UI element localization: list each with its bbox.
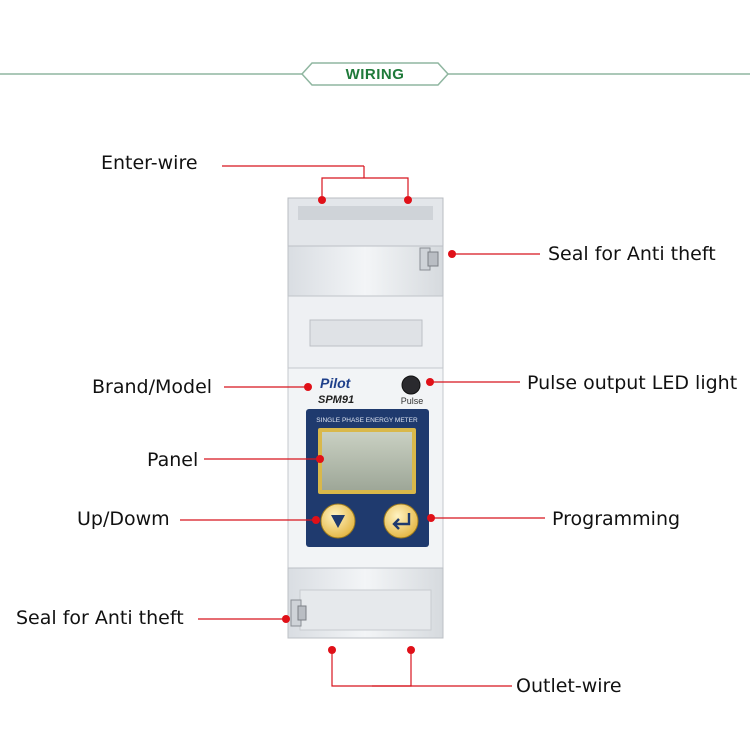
callouts	[180, 165, 545, 687]
enter-arrow-icon	[392, 513, 411, 530]
banner-frame	[300, 62, 450, 86]
pulse-text: Pulse	[401, 396, 424, 406]
down-button[interactable]	[320, 503, 356, 539]
lcd-display	[322, 432, 412, 490]
banner: WIRING	[0, 62, 750, 86]
energy-meter: Pilot SPM91 Pulse SINGLE PHASE ENERGY ME…	[287, 197, 444, 639]
brand-text: Pilot	[320, 375, 352, 391]
label-enter-wire: Enter-wire	[101, 152, 198, 174]
enter-button[interactable]	[383, 503, 419, 539]
label-brand-model: Brand/Model	[92, 376, 212, 398]
seal-bottom-icon	[290, 599, 307, 627]
seal-top-icon	[419, 247, 439, 271]
panel-text: SINGLE PHASE ENERGY METER	[316, 417, 418, 424]
label-pulse-led: Pulse output LED light	[527, 372, 737, 394]
label-outlet-wire: Outlet-wire	[516, 675, 622, 697]
model-text: SPM91	[318, 394, 354, 406]
chevron-down-icon	[331, 515, 345, 528]
label-seal-bottom: Seal for Anti theft	[16, 607, 184, 629]
label-up-down: Up/Dowm	[77, 508, 170, 530]
banner-title: WIRING	[346, 66, 405, 83]
label-programming: Programming	[552, 508, 680, 530]
label-seal-top: Seal for Anti theft	[548, 243, 716, 265]
label-panel: Panel	[147, 449, 198, 471]
pulse-led-icon	[401, 375, 421, 395]
